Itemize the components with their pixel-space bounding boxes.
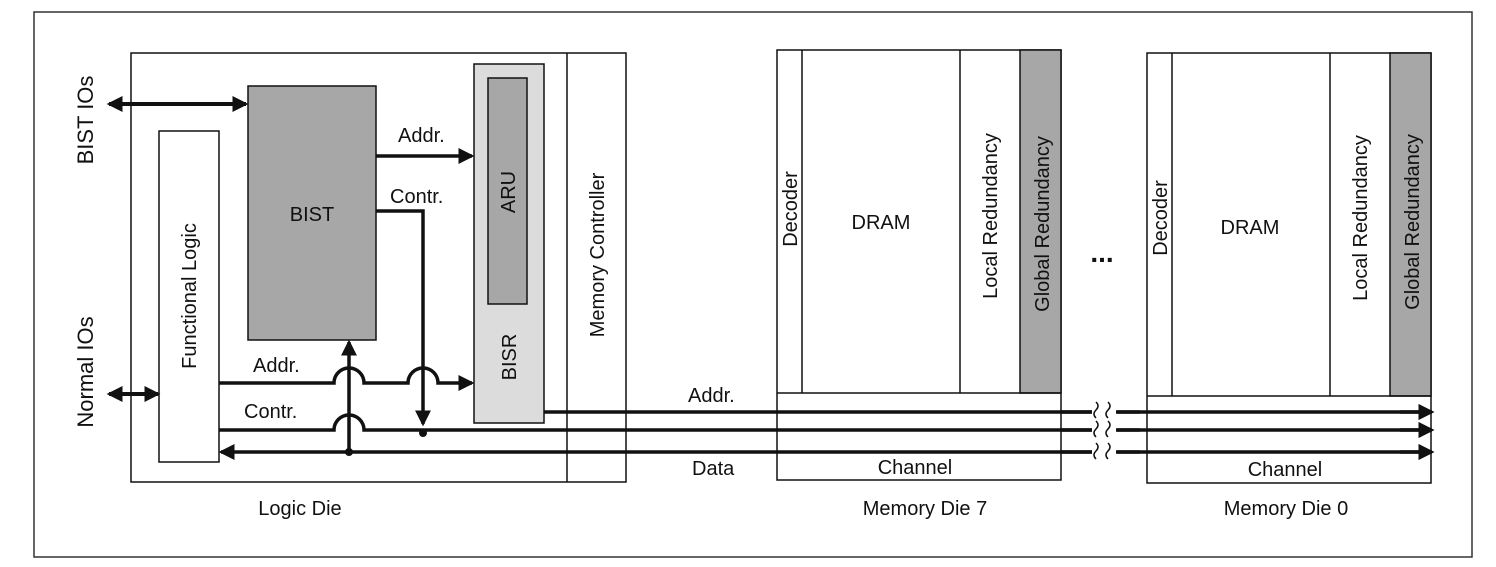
decoder-7-label: Decoder: [780, 171, 802, 247]
bisr-label: BISR: [499, 334, 521, 381]
bist-contr-path: [376, 209, 431, 427]
fl-addr-path: [219, 366, 475, 391]
global-redundancy-7-label: Global Redundancy: [1032, 136, 1054, 312]
global-redundancy-0-label: Global Redundancy: [1402, 134, 1424, 310]
addr-bus-label: Addr.: [688, 385, 735, 407]
contr-junction-dot: [419, 429, 427, 437]
decoder-0-label: Decoder: [1150, 180, 1172, 256]
memory-die-0: Decoder DRAM Local Redundancy Global Red…: [1146, 52, 1432, 520]
dram-7-label: DRAM: [852, 212, 911, 234]
bist-addr-label: Addr.: [398, 125, 445, 147]
global-redundancy-0-block: [1389, 52, 1432, 397]
ellipsis-label: ...: [1090, 237, 1113, 268]
memory-die-0-caption: Memory Die 0: [1224, 498, 1348, 520]
fl-contr-label: Contr.: [244, 401, 297, 423]
aru-block: [487, 77, 528, 305]
logic-die-caption: Logic Die: [258, 498, 341, 520]
functional-logic-block: [158, 130, 220, 463]
logic-die: Memory Controller Functional Logic BIST …: [106, 52, 1435, 520]
normal-ios-label: Normal IOs: [73, 316, 98, 427]
fl-contr-path: [219, 413, 1435, 438]
dram-0-label: DRAM: [1221, 217, 1280, 239]
memory-die-7-caption: Memory Die 7: [863, 498, 987, 520]
local-redundancy-7-label: Local Redundancy: [980, 133, 1002, 299]
bist-contr-label: Contr.: [390, 186, 443, 208]
memory-die-7: Decoder DRAM Local Redundancy Global Red…: [776, 49, 1062, 520]
bist-block: [247, 85, 377, 341]
data-bus-label: Data: [692, 458, 735, 480]
channel-7-label: Channel: [878, 457, 953, 479]
fl-addr-label: Addr.: [253, 355, 300, 377]
memory-controller-label: Memory Controller: [587, 172, 609, 337]
channel-0-label: Channel: [1248, 459, 1323, 481]
bist-label: BIST: [290, 204, 334, 226]
bist-ios-label: BIST IOs: [73, 76, 98, 165]
functional-logic-label: Functional Logic: [179, 223, 201, 369]
bus-break-marks: [1092, 401, 1116, 464]
aru-label: ARU: [498, 171, 520, 213]
local-redundancy-0-label: Local Redundancy: [1350, 135, 1372, 301]
